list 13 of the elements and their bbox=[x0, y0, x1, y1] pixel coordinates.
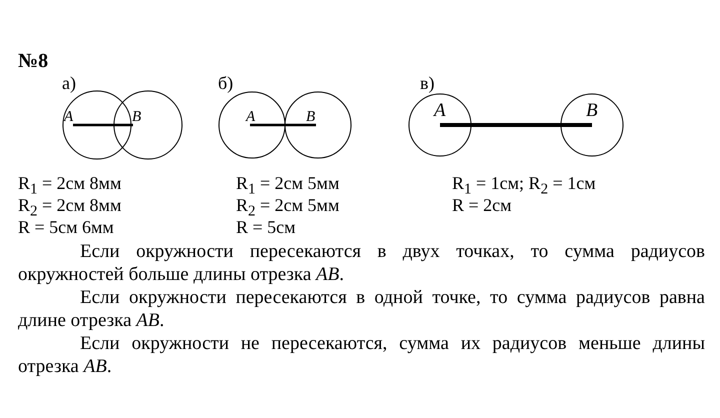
panel-letter: в) bbox=[420, 72, 434, 94]
conclusion-paragraph: Если окружности пересекаются в одной точке, то сумма радиусов равна длине отрезка AB. bbox=[18, 286, 705, 332]
conclusion-paragraph: Если окружности не пересекаются, сумма их радиусов меньше длины отрезка AB. bbox=[18, 332, 705, 378]
panel-letter: а) bbox=[62, 72, 76, 94]
conclusion-paragraph: Если окружности пересекаются в двух точках, то сумма радиусов окружностей больше длины отрезка AB. bbox=[18, 240, 705, 286]
point-label: B bbox=[132, 108, 142, 127]
point-label: B bbox=[306, 108, 316, 127]
point-label: A bbox=[64, 108, 74, 127]
point-label: A bbox=[246, 108, 256, 127]
point-label: A bbox=[434, 100, 446, 122]
panel-letter: б) bbox=[218, 72, 234, 94]
exercise-number: №8 bbox=[18, 50, 48, 72]
point-label: B bbox=[586, 100, 598, 122]
